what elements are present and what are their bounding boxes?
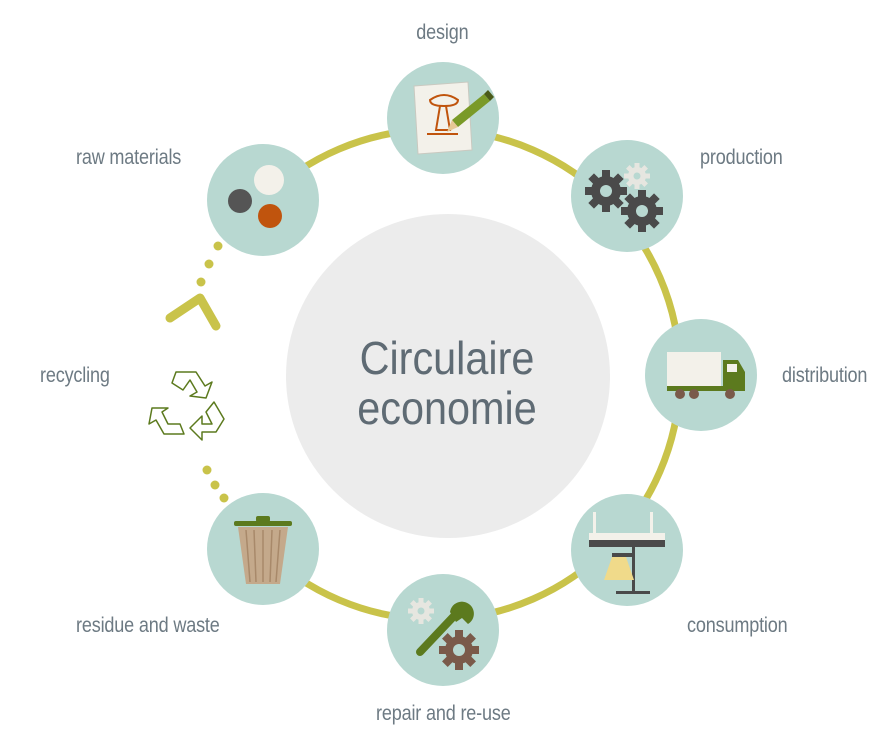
node-consumption[interactable] — [571, 494, 683, 606]
center-title-line2: economie — [357, 382, 537, 434]
label-design: design — [416, 21, 469, 44]
gears-icon — [585, 163, 663, 232]
label-raw-materials: raw materials — [76, 146, 182, 169]
node-repair[interactable] — [387, 574, 499, 686]
dotted-connector-bottom — [202, 465, 229, 503]
truck-icon — [667, 352, 745, 399]
furniture-lamp-icon — [589, 512, 665, 594]
node-production[interactable] — [571, 140, 683, 252]
drawing-with-pencil-icon — [413, 81, 494, 155]
raw-material-dots-icon — [228, 165, 284, 228]
label-residue: residue and waste — [76, 614, 220, 637]
label-consumption: consumption — [687, 614, 788, 637]
chevron-up-icon — [165, 293, 221, 331]
center-disc — [286, 214, 610, 538]
node-design[interactable] — [387, 62, 499, 174]
center-title-line1: Circulaire — [359, 332, 535, 384]
label-repair: repair and re-use — [376, 702, 511, 725]
node-distribution[interactable] — [645, 319, 757, 431]
label-production: production — [700, 146, 783, 169]
dotted-connector-top — [196, 241, 223, 287]
wrench-gear-icon — [408, 598, 479, 670]
recycle-symbol-icon — [148, 371, 225, 441]
label-distribution: distribution — [782, 364, 868, 387]
node-residue[interactable] — [207, 493, 319, 605]
node-raw-materials[interactable] — [207, 144, 319, 256]
label-recycling: recycling — [40, 364, 110, 387]
waste-bin-icon — [234, 516, 292, 584]
